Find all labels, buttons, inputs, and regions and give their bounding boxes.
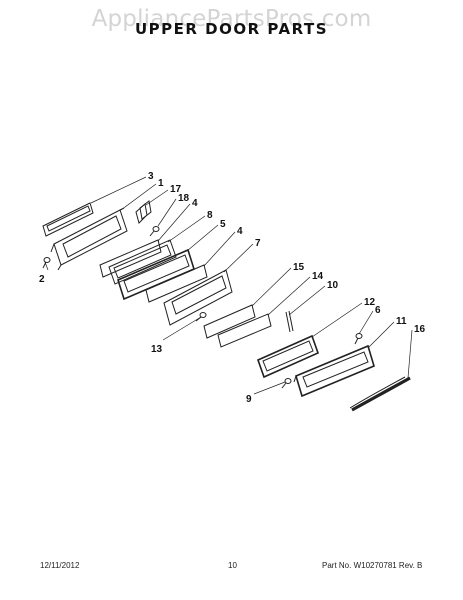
part-handle-16 (349, 376, 411, 412)
callout-8: 8 (207, 210, 213, 221)
page-title: UPPER DOOR PARTS (134, 20, 329, 38)
part-screw-13 (195, 312, 207, 322)
callout-9: 9 (246, 394, 252, 405)
callout-3: 3 (148, 171, 154, 182)
watermark: AppliancePartsPros.com (91, 6, 372, 32)
part-screw-9 (281, 378, 292, 389)
callout-12: 12 (364, 297, 376, 308)
part-screw-18 (149, 226, 160, 237)
part-glass-15 (203, 304, 256, 339)
callout-4b: 4 (237, 226, 243, 237)
callout-7: 7 (255, 238, 261, 249)
part-door-liner-7 (163, 269, 233, 326)
part-glass-4 (99, 239, 162, 278)
callout-16: 16 (414, 324, 426, 335)
part-outer-door-panel-11 (293, 344, 375, 398)
callout-17: 17 (170, 184, 182, 195)
part-glass-4b (145, 264, 208, 303)
callout-10: 10 (327, 280, 339, 291)
callout-5: 5 (220, 219, 226, 230)
footer-page-number: 10 (228, 561, 237, 570)
footer-date: 12/11/2012 (40, 561, 80, 570)
callout-4: 4 (192, 198, 198, 209)
callout-11: 11 (396, 316, 407, 327)
part-gasket-12 (256, 334, 320, 379)
callout-13: 13 (151, 344, 163, 355)
callout-6: 6 (375, 305, 381, 316)
callout-1: 1 (158, 178, 164, 189)
callout-15: 15 (293, 262, 305, 273)
part-screw-6 (354, 333, 363, 345)
callout-14: 14 (312, 271, 324, 282)
part-glass-frame-8 (108, 239, 177, 285)
callout-2: 2 (39, 274, 45, 285)
part-glass-14 (217, 313, 272, 348)
part-inner-door-frame-1 (50, 207, 128, 271)
part-hinge-bracket-17 (135, 200, 152, 224)
part-gasket-3 (42, 202, 94, 237)
footer-part-number: Part No. W10270781 Rev. B (322, 561, 423, 570)
callout-18: 18 (178, 193, 190, 204)
